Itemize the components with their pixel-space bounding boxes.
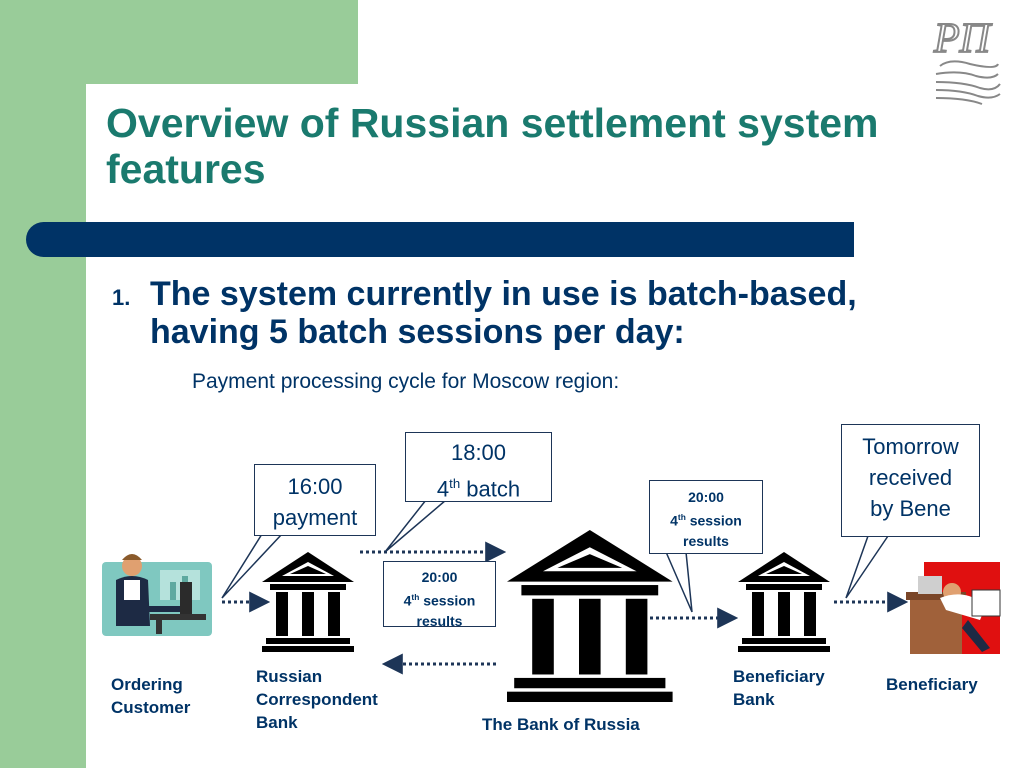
session-results-callout-right: 20:00 4th session results — [649, 480, 763, 554]
callout-tails — [221, 499, 889, 613]
tomorrow-line-3: by Bene — [870, 496, 951, 521]
bank-of-russia-icon — [507, 530, 673, 702]
point-line-2: having 5 batch sessions per day: — [150, 313, 685, 351]
rps-logo: РП — [930, 10, 1008, 110]
logo-letters: РП — [933, 16, 993, 62]
title-line-1: Overview of Russian settlement system — [106, 100, 879, 146]
ordering-customer-icon — [102, 554, 212, 636]
payment-text: payment — [272, 505, 358, 530]
tomorrow-callout: Tomorrow received by Bene — [841, 424, 980, 537]
beneficiary-icon — [906, 562, 1001, 654]
green-side-panel — [0, 0, 86, 768]
bank-of-russia-label: The Bank of Russia — [482, 715, 640, 734]
session-results-text: 4th session — [403, 592, 476, 609]
batch-callout: 18:00 4th batch — [405, 432, 552, 502]
batch-text: 4th batch — [436, 476, 521, 502]
tomorrow-line-2: received — [868, 465, 953, 490]
session-results-text: 4th session — [670, 512, 742, 529]
point-number: 1. — [112, 285, 131, 310]
correspondent-bank-label: Russian Correspondent Bank — [256, 667, 378, 732]
point-line-1: The system currently in use is batch-bas… — [150, 275, 857, 313]
beneficiary-bank-icon — [738, 552, 830, 652]
title-divider-bar — [26, 222, 854, 257]
session-results-time: 20:00 — [421, 569, 458, 585]
title-line-2: features — [106, 146, 266, 192]
payment-callout: 16:00 payment — [254, 464, 376, 536]
main-point: The system currently in use is batch-bas… — [150, 275, 1000, 351]
tomorrow-line-1: Tomorrow — [862, 434, 959, 459]
diagram-caption: Payment processing cycle for Moscow regi… — [192, 370, 620, 393]
beneficiary-bank-label: Beneficiary Bank — [733, 667, 825, 709]
payment-time: 16:00 — [287, 474, 343, 499]
session-results-time: 20:00 — [688, 489, 724, 505]
session-results-text-2: results — [416, 612, 463, 629]
flow-arrows — [222, 541, 909, 675]
ordering-customer-label: Ordering Customer — [111, 675, 191, 717]
green-top-panel — [86, 0, 358, 84]
correspondent-bank-icon — [262, 552, 354, 652]
session-results-text-2: results — [683, 532, 729, 549]
session-results-callout-center: 20:00 4th session results — [383, 561, 496, 629]
beneficiary-label: Beneficiary — [886, 675, 978, 694]
batch-time: 18:00 — [450, 440, 507, 465]
slide-title: Overview of Russian settlement system fe… — [106, 100, 986, 192]
